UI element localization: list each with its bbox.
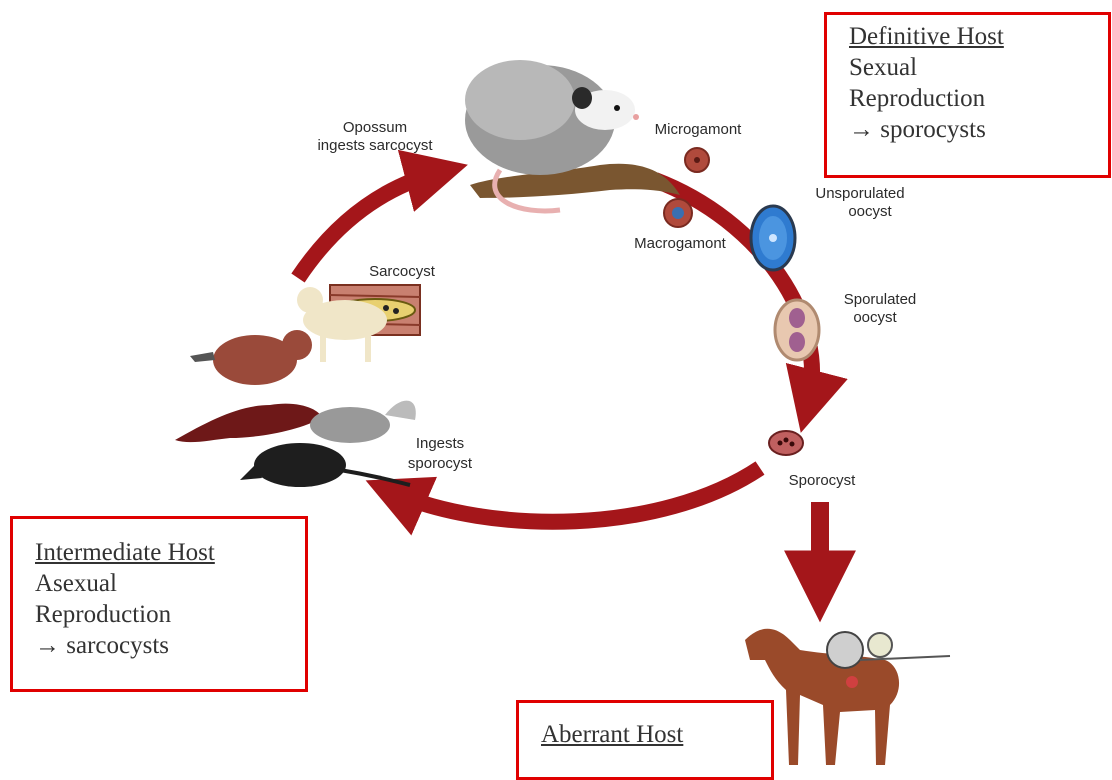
opossum-icon bbox=[465, 60, 680, 214]
armadillo-icon bbox=[240, 443, 411, 487]
aberrant-host-box: Aberrant Host bbox=[516, 700, 774, 780]
arrow-hosts-to-opossum bbox=[291, 149, 468, 283]
label-unsporulated-1: Unsporulated bbox=[815, 185, 904, 202]
label-sporulated-1: Sporulated bbox=[844, 291, 917, 308]
label-unsporulated-2: oocyst bbox=[848, 203, 892, 220]
definitive-host-title: Definitive Host bbox=[849, 23, 1004, 50]
skunk-icon bbox=[310, 400, 416, 443]
cat-icon bbox=[297, 287, 387, 362]
microgamont-icon bbox=[684, 147, 710, 173]
intermediate-host-line-1: Asexual bbox=[35, 570, 117, 597]
intermediate-host-title: Intermediate Host bbox=[35, 539, 215, 566]
intermediate-host-box: Intermediate Host Asexual Reproduction →… bbox=[10, 516, 308, 692]
arrow-opossum-to-sporocyst bbox=[652, 172, 848, 433]
label-sporocyst: Sporocyst bbox=[789, 472, 857, 489]
unsporulated-oocyst-icon bbox=[749, 204, 797, 272]
definitive-host-line-2: Reproduction bbox=[849, 85, 986, 112]
definitive-host-box: Definitive Host Sexual Reproduction → sp… bbox=[824, 12, 1111, 178]
label-ingests-sporocyst-1: Ingests bbox=[416, 435, 464, 452]
intermediate-host-line-2: Reproduction bbox=[35, 601, 172, 628]
label-sarcocyst: Sarcocyst bbox=[369, 263, 436, 280]
label-sporulated-2: oocyst bbox=[853, 309, 897, 326]
definitive-host-line-1: Sexual bbox=[849, 54, 918, 81]
label-opossum-ingests-2: ingests sarcocyst bbox=[317, 137, 433, 154]
arrow-sporocyst-to-hosts bbox=[365, 461, 765, 536]
raccoon-icon bbox=[190, 330, 312, 385]
organism-icon bbox=[826, 631, 951, 688]
aberrant-host-title: Aberrant Host bbox=[541, 721, 684, 748]
label-macrogamont: Macrogamont bbox=[634, 235, 727, 252]
sporulated-oocyst-icon bbox=[773, 298, 821, 362]
definitive-host-line-3: → sporocysts bbox=[849, 116, 986, 143]
label-microgamont: Microgamont bbox=[655, 121, 743, 138]
label-ingests-sporocyst-2: sporocyst bbox=[408, 455, 473, 472]
intermediate-host-line-3: → sarcocysts bbox=[35, 632, 169, 659]
otter-icon bbox=[175, 403, 322, 443]
horse-icon bbox=[745, 628, 900, 765]
macrogamont-icon bbox=[663, 198, 693, 228]
label-opossum-ingests-1: Opossum bbox=[343, 119, 407, 136]
sporocyst-icon bbox=[768, 430, 804, 456]
